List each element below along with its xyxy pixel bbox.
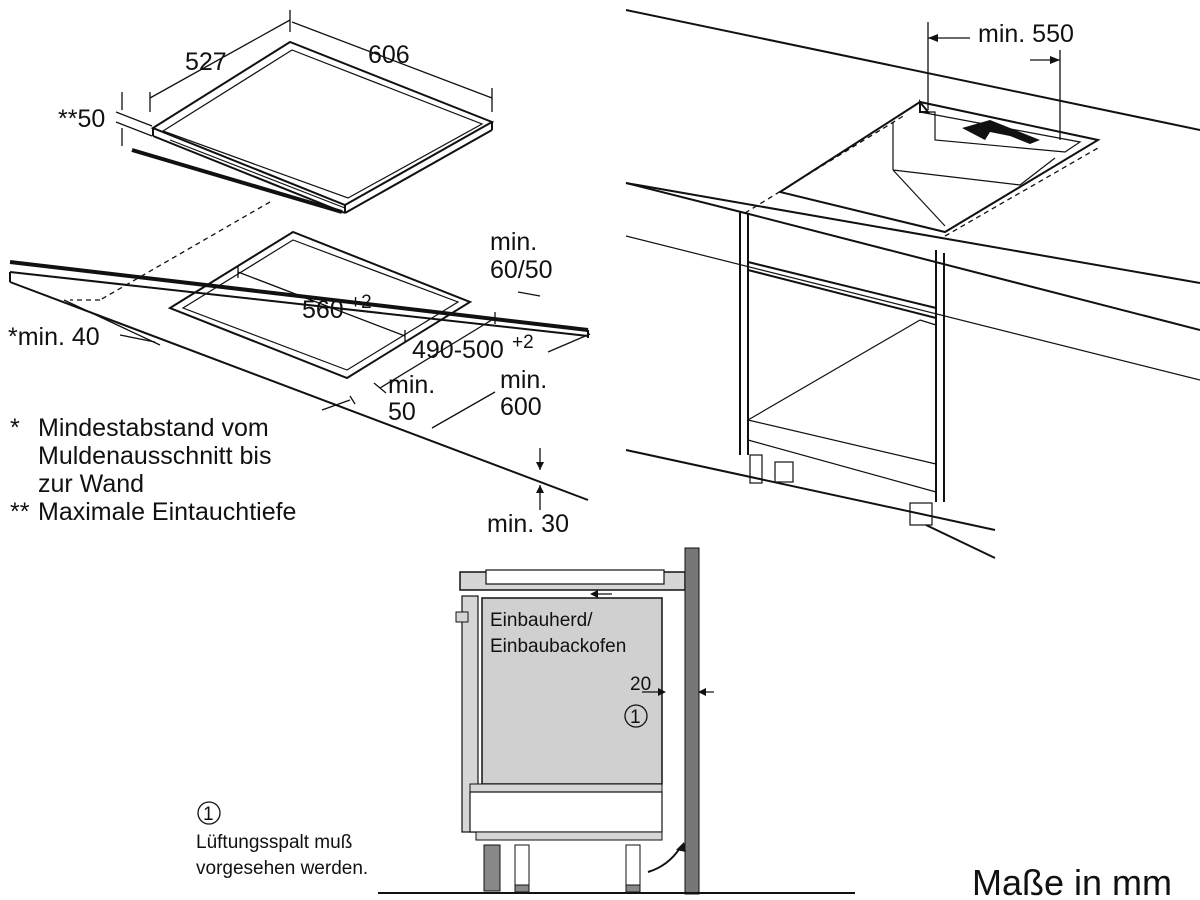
- dim-min-600-line2: 600: [500, 393, 542, 421]
- dim-490-500: 490-500 +2: [373, 312, 534, 394]
- airflow-arrow-icon: [962, 120, 1040, 144]
- note2-marker: **: [10, 498, 30, 526]
- dim-min-50-line2: 50: [388, 398, 416, 426]
- dim-min-30: min. 30: [487, 448, 569, 538]
- hob-glass-plate: [150, 40, 495, 214]
- worktop-cutout: [167, 230, 473, 380]
- dim-490-500-tolerance: +2: [512, 332, 534, 353]
- dim-min-550-label: min. 550: [978, 20, 1074, 48]
- dim-min-60-50-line2: 60/50: [490, 256, 553, 284]
- cabinet-perspective: min. 550: [625, 9, 1200, 559]
- note1-marker: *: [10, 414, 20, 442]
- note2-line1: Maximale Eintauchtiefe: [38, 498, 296, 526]
- legend-line2: vorgesehen werden.: [196, 858, 368, 879]
- dim-min-60-50: min. 60/50: [490, 228, 591, 353]
- dim-50-depth-label: **50: [58, 105, 105, 133]
- dim-min-40: *min. 40: [8, 299, 161, 351]
- oven-label-line1: Einbauherd/: [490, 610, 593, 631]
- dim-min-600: min. 600: [431, 366, 547, 429]
- dim-560: 560 +2: [237, 266, 406, 342]
- note1-line3: zur Wand: [38, 470, 144, 498]
- ventilation-callout-marker: 1: [630, 707, 641, 728]
- dim-min-60-50-line1: min.: [490, 228, 537, 256]
- footnotes: * Mindestabstand vom Muldenausschnitt bi…: [10, 414, 296, 526]
- hob-dimension-drawing: 527 606 **50: [8, 10, 591, 538]
- dim-min-40-label: *min. 40: [8, 323, 100, 351]
- dim-50-depth: **50: [58, 92, 153, 146]
- dim-min-50-line1: min.: [388, 371, 435, 399]
- legend-circle: [197, 801, 221, 825]
- dim-527: 527: [149, 10, 291, 112]
- dim-560-tolerance: +2: [350, 292, 372, 313]
- ventilation-callout-circle: [624, 704, 648, 728]
- dim-min-30-label: min. 30: [487, 510, 569, 538]
- dim-min-50: min. 50: [321, 371, 435, 426]
- legend-line1: Lüftungsspalt muß: [196, 832, 352, 853]
- dim-527-label: 527: [185, 48, 227, 76]
- dim-606: 606: [291, 21, 493, 112]
- drawer-section: [469, 791, 663, 833]
- projection-lines: [70, 201, 271, 301]
- gap-value: 20: [630, 674, 651, 695]
- legend-marker: 1: [203, 804, 214, 825]
- dim-606-label: 606: [368, 41, 410, 69]
- dim-560-label: 560: [302, 296, 344, 324]
- oven-label-line2: Einbaubackofen: [490, 636, 626, 657]
- note1-line1: Mindestabstand vom: [38, 414, 269, 442]
- section-view: Einbauherd/ Einbaubackofen 20 1 1 Lüftun…: [196, 547, 855, 895]
- oven-body: [481, 597, 663, 785]
- note1-line2: Muldenausschnitt bis: [38, 442, 271, 470]
- dim-min-600-line1: min.: [500, 366, 547, 394]
- wall-section: [684, 547, 700, 895]
- dim-490-500-label: 490-500: [412, 336, 504, 364]
- units-note: Maße in mm: [972, 862, 1172, 900]
- hob-section: [485, 569, 665, 585]
